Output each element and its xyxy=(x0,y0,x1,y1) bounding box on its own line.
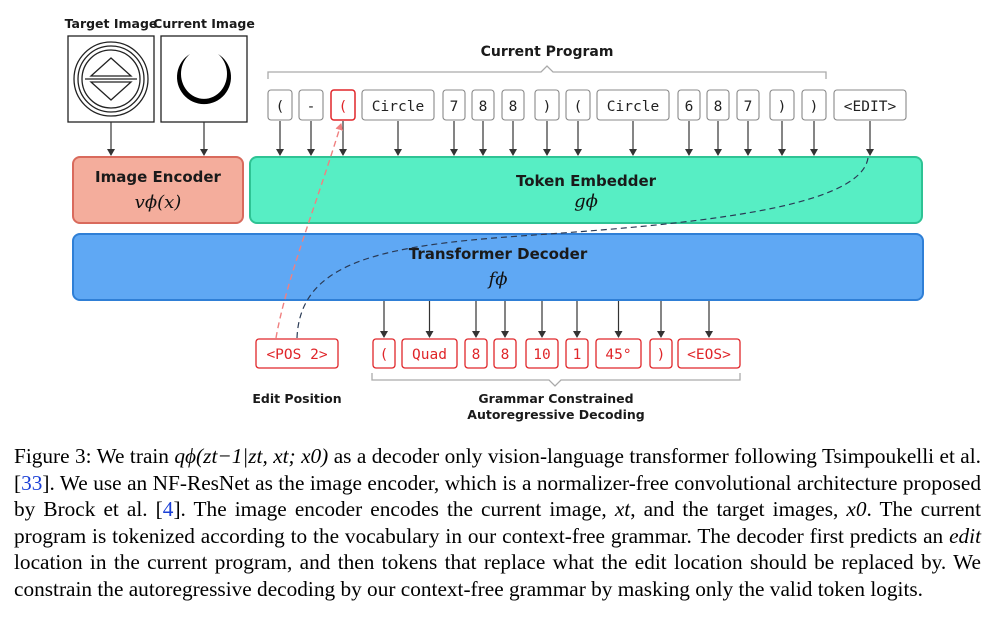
caption-text-6: . The current program is tokenized accor… xyxy=(14,497,981,548)
program-token: ) xyxy=(801,89,827,121)
target-image xyxy=(67,35,155,123)
caption-math-q: qϕ(zt−1|zt, xt; x0) xyxy=(174,444,329,468)
citation-link-4[interactable]: 4 xyxy=(162,497,174,521)
output-token-text: 1 xyxy=(573,347,582,363)
token-embedder-formula: gϕ xyxy=(574,191,598,212)
caption-math-x0: x0 xyxy=(846,497,867,521)
output-token-text: Quad xyxy=(412,347,447,363)
architecture-diagram: Target Image Current Image Current Progr… xyxy=(65,16,924,422)
transformer-decoder-block: Transformer Decoder fϕ xyxy=(72,233,924,301)
program-token: Circle xyxy=(596,89,670,121)
program-token: 7 xyxy=(442,89,466,121)
token-embedder-block: Token Embedder gϕ xyxy=(249,156,923,224)
output-token: ( xyxy=(372,338,396,369)
edit-position-token: <POS 2> xyxy=(255,338,339,369)
program-token: ( xyxy=(267,89,293,121)
caption-edit-word: edit xyxy=(949,523,981,548)
transformer-decoder-formula: fϕ xyxy=(487,269,508,290)
program-token: 8 xyxy=(471,89,495,121)
program-token: Circle xyxy=(361,89,435,121)
edit-position-token-text: <POS 2> xyxy=(266,347,327,363)
output-token-text: 10 xyxy=(533,347,550,363)
output-token-text: 8 xyxy=(501,347,510,363)
output-token: 8 xyxy=(493,338,517,369)
output-token-text: 45° xyxy=(605,347,631,363)
program-token-text: 8 xyxy=(479,99,488,115)
image-encoder-title: Image Encoder xyxy=(95,168,221,186)
program-token: <EDIT> xyxy=(833,89,907,121)
program-token-text: ) xyxy=(778,99,787,115)
program-token-text: ( xyxy=(574,99,583,115)
figure-caption: Figure 3: We train qϕ(zt−1|zt, xt; x0) a… xyxy=(14,443,981,602)
output-token: <EOS> xyxy=(677,338,741,369)
output-token-text: <EOS> xyxy=(687,347,731,363)
program-token-text: ) xyxy=(543,99,552,115)
program-token: ) xyxy=(769,89,795,121)
current-program-label: Current Program xyxy=(481,44,614,60)
output-token-text: ( xyxy=(380,347,389,363)
program-token: 7 xyxy=(736,89,760,121)
caption-text-4: ]. The image encoder encodes the current… xyxy=(173,497,615,521)
program-token-text: 8 xyxy=(714,99,723,115)
program-token-text: 6 xyxy=(685,99,694,115)
caption-fig-label: Figure 3: xyxy=(14,444,92,468)
current-image-label: Current Image xyxy=(153,16,255,31)
output-token: 10 xyxy=(525,338,559,369)
image-encoder-formula: vϕ(x) xyxy=(135,192,182,213)
output-token-list: ( Quad 8 8 10 1 45°) <EOS> xyxy=(372,301,741,369)
edit-position-label: Edit Position xyxy=(252,391,341,406)
output-token: 8 xyxy=(464,338,488,369)
program-token-highlighted: ( xyxy=(330,89,356,121)
program-token: - xyxy=(298,89,324,121)
output-token-text: ) xyxy=(657,347,666,363)
architecture-figure: Target Image Current Image Current Progr… xyxy=(65,16,924,422)
caption-text-3: ]. We use an NF-ResNet as the image enco… xyxy=(14,470,981,522)
target-image-label: Target Image xyxy=(65,16,158,31)
decoding-label-line1: Grammar Constrained xyxy=(478,391,633,406)
edit-position-pointer xyxy=(275,123,344,339)
caption-text-2: as a decoder only vision-language transf… xyxy=(14,444,981,495)
output-token: ) xyxy=(649,338,673,369)
program-token-list: ( - ( Circle 7 8 8) ( Circle 6 8 7)) <EDIT> xyxy=(267,89,907,156)
program-token-text: ) xyxy=(810,99,819,115)
output-token: 1 xyxy=(565,338,589,369)
transformer-decoder-title: Transformer Decoder xyxy=(409,245,588,263)
program-token: 8 xyxy=(501,89,525,121)
program-token: ( xyxy=(565,89,591,121)
caption-text-1: We train xyxy=(91,444,175,468)
program-token: 6 xyxy=(677,89,701,121)
caption-math-xt: xt xyxy=(614,497,631,521)
caption-text-7: location in the current program, and the… xyxy=(14,550,981,601)
program-token-text: ( xyxy=(339,99,348,115)
current-image xyxy=(160,35,248,123)
program-token-text: - xyxy=(307,99,316,115)
program-token-text: 7 xyxy=(744,99,753,115)
image-encoder-block: Image Encoder vϕ(x) xyxy=(72,156,244,224)
program-token-text: ( xyxy=(276,99,285,115)
program-token-text: 8 xyxy=(509,99,518,115)
token-embedder-title: Token Embedder xyxy=(516,172,657,190)
program-token: 8 xyxy=(706,89,730,121)
output-token: Quad xyxy=(401,338,458,369)
program-token-text: Circle xyxy=(607,99,659,115)
program-token-text: Circle xyxy=(372,99,424,115)
edit-flow-curve xyxy=(296,157,869,339)
output-token: 45° xyxy=(595,338,642,369)
citation-link-33[interactable]: 33 xyxy=(21,470,43,495)
caption-text-5: , and the target images, xyxy=(630,497,847,521)
program-token-text: <EDIT> xyxy=(844,99,897,115)
decoding-brace xyxy=(371,373,741,387)
program-token-text: 7 xyxy=(450,99,459,115)
output-token-text: 8 xyxy=(472,347,481,363)
decoding-label-line2: Autoregressive Decoding xyxy=(467,407,644,422)
current-program-brace xyxy=(267,65,827,79)
program-token: ) xyxy=(534,89,560,121)
